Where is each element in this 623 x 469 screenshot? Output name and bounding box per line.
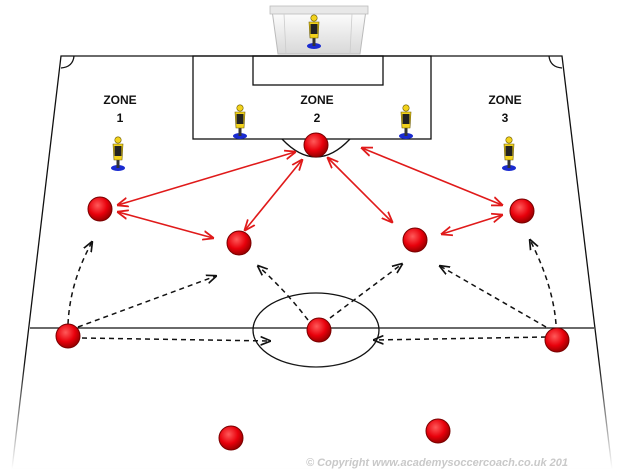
goal-box <box>252 55 384 86</box>
pass-arrow-lcm-to-st <box>245 160 302 230</box>
run-arrow-lb-diag <box>77 276 216 328</box>
player-left-centre-mid <box>226 230 252 256</box>
run-arrow-rb-across <box>374 337 547 340</box>
mannequin-icon-goal <box>307 14 321 49</box>
pass-arrow-st-to-rw <box>362 148 502 205</box>
mannequin-icon-zone-2-left <box>233 104 247 139</box>
corner-arc-left <box>60 55 75 69</box>
player-right-back <box>544 327 570 353</box>
mannequin-icon-zone-2-right <box>399 104 413 139</box>
goal-net <box>269 5 369 55</box>
passing-arrows <box>118 148 502 238</box>
player-left-back <box>55 323 81 349</box>
run-arrow-lb-across <box>81 338 270 341</box>
pass-arrow-rcm-to-rw <box>442 215 502 234</box>
player-left-centre-back <box>218 425 244 451</box>
run-arrows <box>67 240 557 341</box>
player-left-winger <box>87 196 113 222</box>
zone-labels: ZONE 1 ZONE 2 ZONE 3 <box>103 93 521 125</box>
player-right-centre-back <box>425 418 451 444</box>
corner-arc-right <box>548 55 563 69</box>
zone-1-number: 1 <box>117 111 124 125</box>
run-arrow-cm-right <box>329 264 402 319</box>
bottom-fade <box>0 360 623 469</box>
player-striker <box>303 132 329 158</box>
run-arrow-rb-diag <box>440 266 547 328</box>
zone-3-label: ZONE <box>488 93 521 107</box>
zone-2-number: 2 <box>314 111 321 125</box>
player-right-winger <box>509 198 535 224</box>
mannequin-icon-zone-3 <box>502 136 516 171</box>
run-arrow-cm-left <box>258 266 309 321</box>
player-right-centre-mid <box>402 227 428 253</box>
pass-arrow-lw-to-lcm <box>118 212 213 238</box>
players <box>55 132 570 451</box>
zone-2-label: ZONE <box>300 93 333 107</box>
zone-1-label: ZONE <box>103 93 136 107</box>
zone-3-number: 3 <box>502 111 509 125</box>
player-centre-mid <box>306 317 332 343</box>
copyright-text: © Copyright www.academysoccercoach.co.uk… <box>306 457 568 469</box>
